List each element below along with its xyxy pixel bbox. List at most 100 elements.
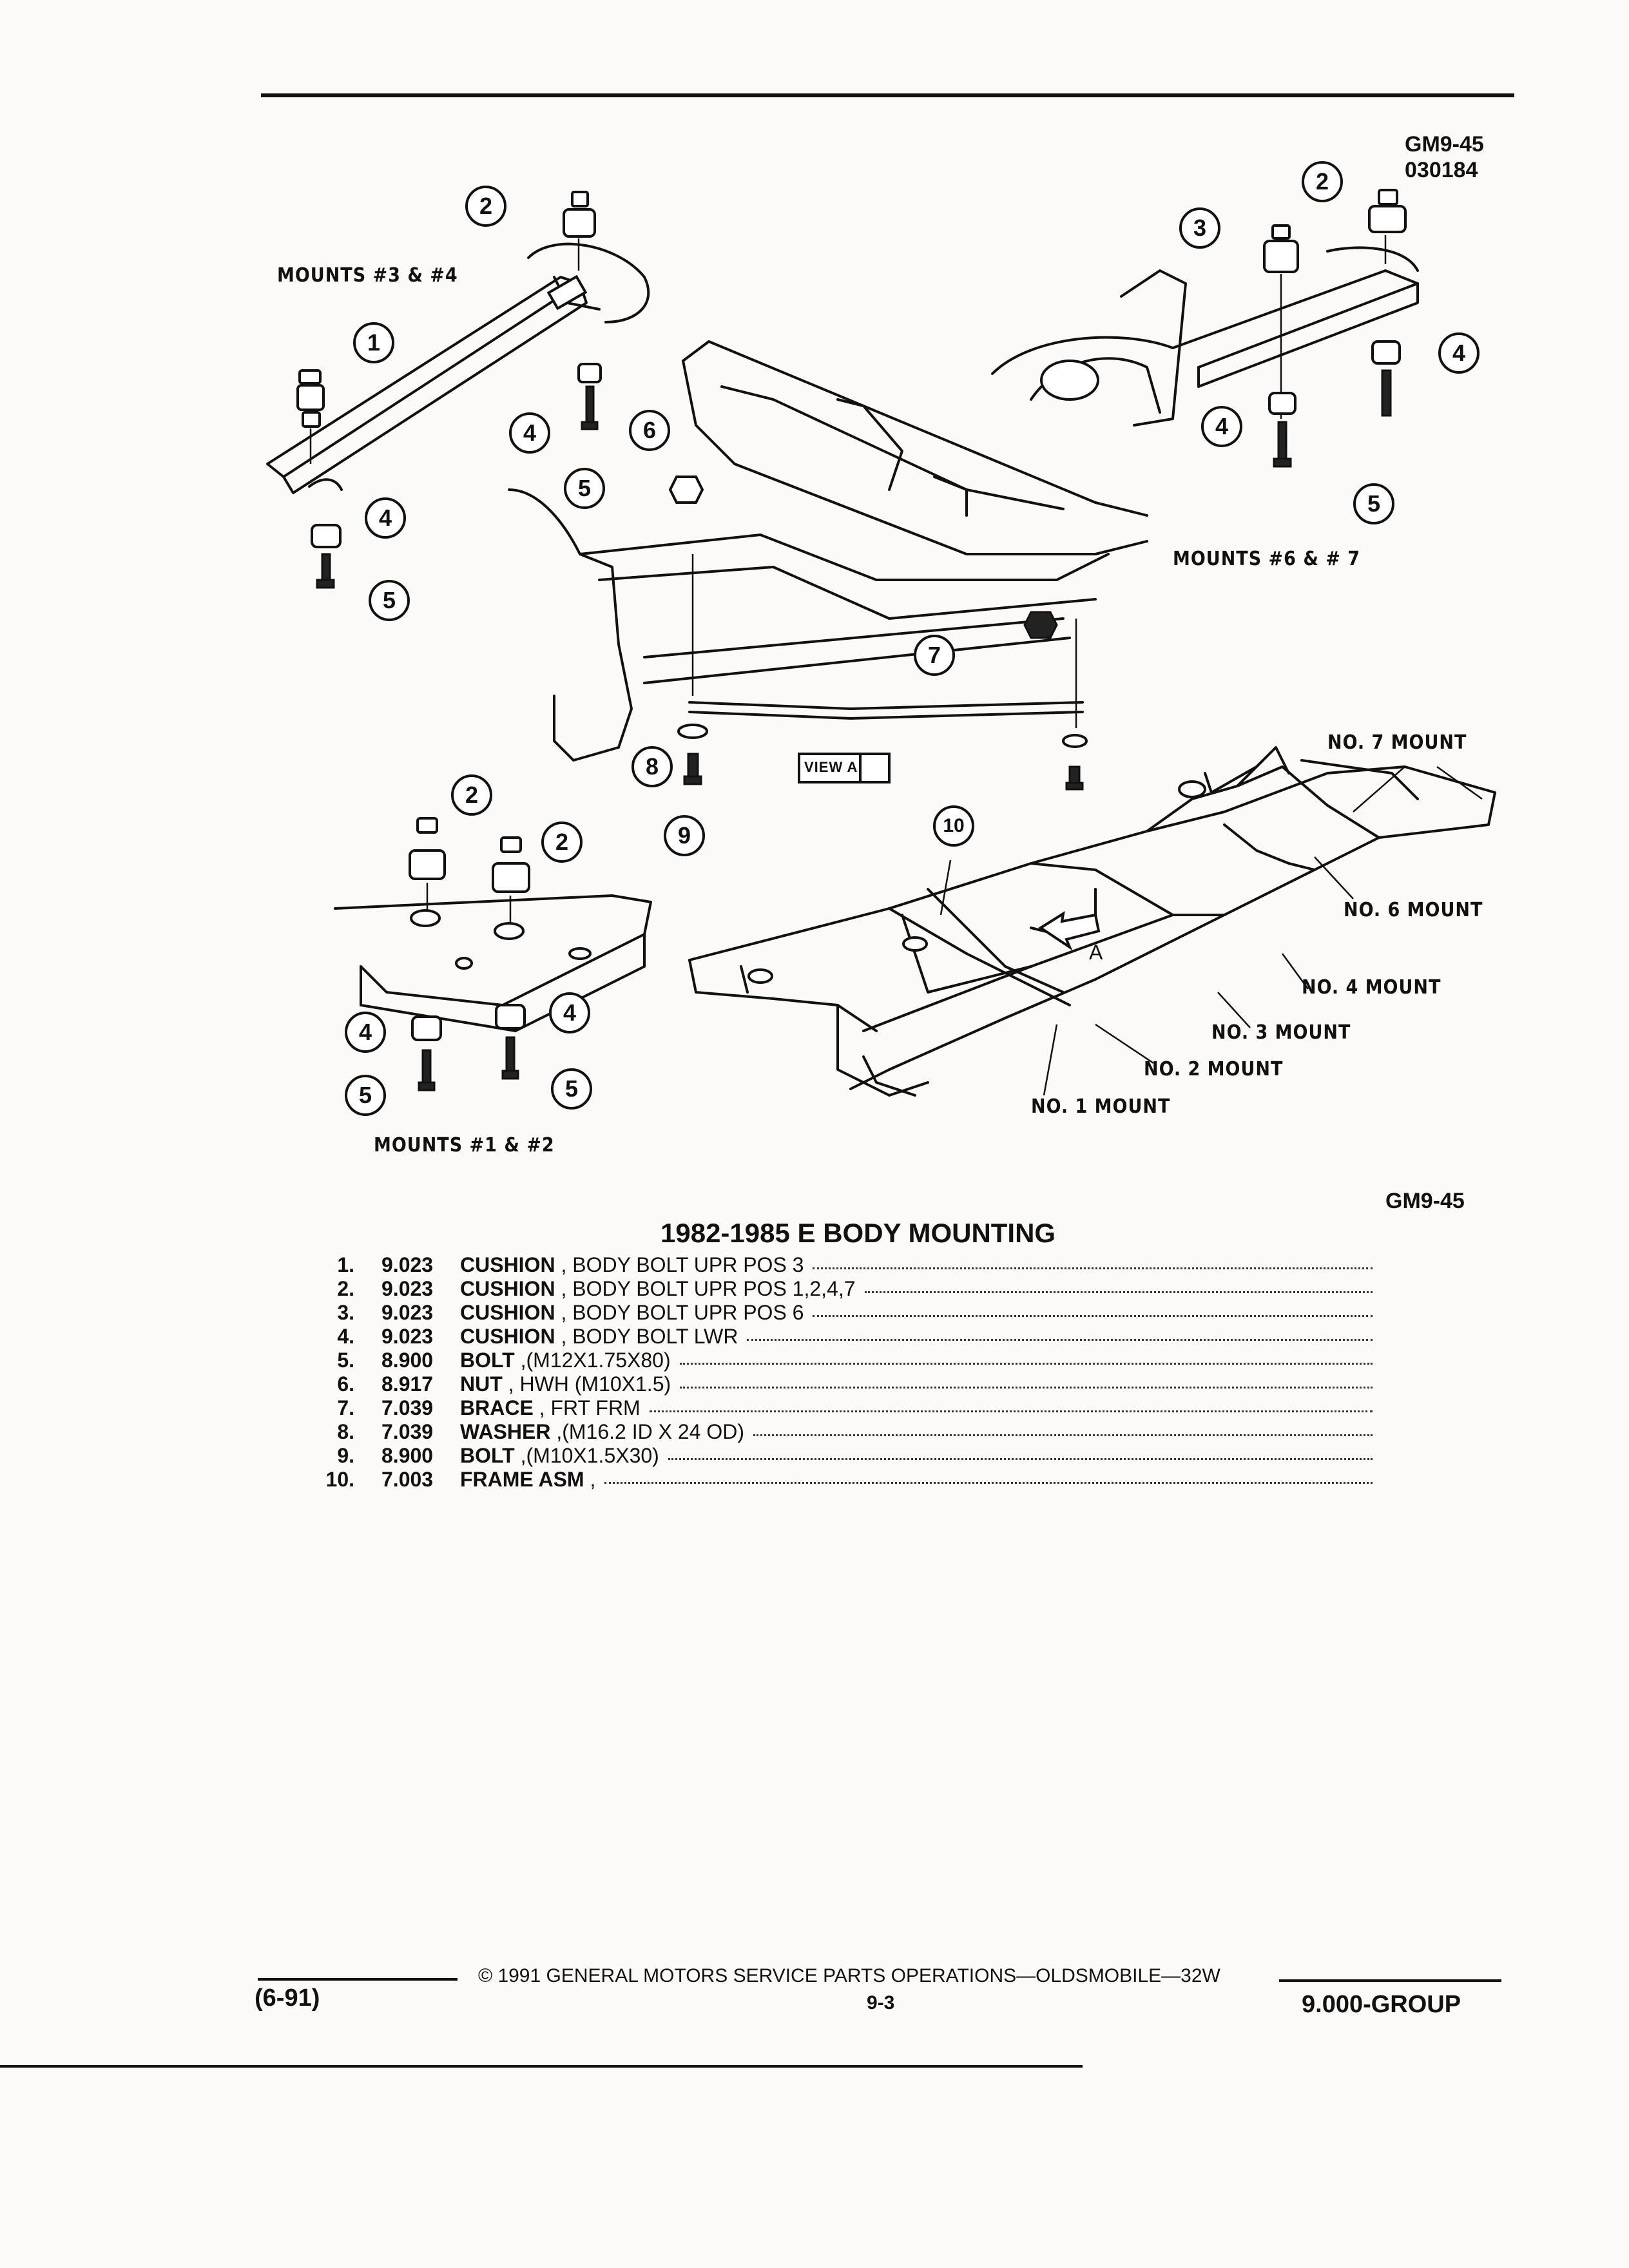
- part-desc: , BODY BOLT LWR: [555, 1325, 738, 1348]
- dot-leader: [680, 1387, 1373, 1389]
- figure-code-top: GM9-45: [1405, 132, 1484, 157]
- part-name: CUSHION: [460, 1325, 555, 1348]
- part-number: 8.: [337, 1420, 354, 1443]
- callout-4: 4: [549, 992, 590, 1033]
- callout-4: 4: [365, 497, 406, 539]
- part-number: 10.: [325, 1468, 354, 1491]
- callout-10: 10: [933, 805, 974, 847]
- callout-5: 5: [1353, 483, 1394, 524]
- part-desc: ,(M10X1.5X30): [514, 1444, 659, 1467]
- part-desc: , HWH (M10X1.5): [502, 1372, 671, 1396]
- footer-group: 9.000-GROUP: [1302, 1991, 1461, 2018]
- part-name: BOLT: [460, 1349, 515, 1372]
- callout-5: 5: [369, 580, 410, 621]
- callout-1: 1: [353, 322, 394, 363]
- mounts-3-4-label: MOUNTS #3 & #4: [277, 264, 458, 287]
- callout-6: 6: [629, 410, 670, 451]
- part-name: BRACE: [460, 1396, 534, 1419]
- callout-4: 4: [1438, 332, 1480, 374]
- part-desc: ,: [584, 1468, 596, 1491]
- part-desc: , BODY BOLT UPR POS 6: [555, 1301, 804, 1324]
- dot-leader: [864, 1291, 1373, 1293]
- bottom-rule: [0, 2065, 1083, 2068]
- dot-leader: [679, 1363, 1373, 1365]
- callout-9: 9: [664, 815, 705, 856]
- callout-4: 4: [1201, 406, 1242, 447]
- part-group: 7.039: [381, 1420, 434, 1443]
- dot-leader: [668, 1458, 1373, 1460]
- dot-leader: [604, 1482, 1373, 1484]
- part-group: 7.003: [381, 1468, 434, 1491]
- no1-mount-label: NO. 1 MOUNT: [1031, 1095, 1171, 1118]
- parts-illustration: [266, 189, 1496, 1097]
- callout-5: 5: [564, 468, 605, 509]
- part-desc: , BODY BOLT UPR POS 1,2,4,7: [555, 1277, 856, 1300]
- arrow-a-label: A: [1089, 941, 1103, 964]
- part-group: 8.900: [381, 1349, 434, 1372]
- dot-leader: [747, 1339, 1373, 1341]
- callout-8: 8: [631, 746, 673, 787]
- part-desc: ,(M16.2 ID X 24 OD): [550, 1420, 744, 1443]
- part-group: 8.900: [381, 1444, 434, 1467]
- part-desc: , BODY BOLT UPR POS 3: [555, 1253, 804, 1276]
- figure-code-bottom: GM9-45: [1385, 1189, 1465, 1213]
- mounts-6-7-label: MOUNTS #6 & # 7: [1173, 548, 1361, 570]
- mounts-6-7-illustration: [991, 189, 1419, 468]
- footer-page-number: 9-3: [867, 1992, 895, 2013]
- mounts-3-4-illustration: [266, 191, 650, 589]
- part-number: 7.: [337, 1396, 354, 1419]
- part-name: WASHER: [460, 1420, 551, 1443]
- callout-7: 7: [914, 635, 955, 676]
- callout-4: 4: [345, 1012, 386, 1053]
- mounts-1-2-illustration: [334, 817, 652, 1091]
- part-number: 2.: [337, 1277, 354, 1300]
- no4-mount-label: NO. 4 MOUNT: [1302, 976, 1441, 999]
- part-group: 8.917: [381, 1372, 434, 1396]
- frame-assembly-illustration: [688, 746, 1496, 1097]
- part-group: 9.023: [381, 1277, 434, 1300]
- no6-mount-label: NO. 6 MOUNT: [1344, 899, 1483, 921]
- no7-mount-label: NO. 7 MOUNT: [1327, 731, 1467, 754]
- figure-date-top: 030184: [1405, 158, 1478, 182]
- callout-2: 2: [451, 774, 492, 816]
- view-a-label: VIEW A: [804, 759, 858, 775]
- footer-rule-right: [1279, 1979, 1501, 1982]
- callout-2: 2: [465, 186, 506, 227]
- mounts-1-2-label: MOUNTS #1 & #2: [374, 1134, 555, 1157]
- center-frame-illustration: [508, 340, 1148, 791]
- part-name: CUSHION: [460, 1253, 555, 1276]
- footer-date-code: (6-91): [255, 1984, 320, 2012]
- parts-row: 3. 9.023 CUSHION , BODY BOLT UPR POS 6: [309, 1301, 1373, 1325]
- part-desc: , FRT FRM: [533, 1396, 641, 1419]
- part-number: 5.: [337, 1349, 354, 1372]
- parts-row: 2. 9.023 CUSHION , BODY BOLT UPR POS 1,2,4…: [309, 1277, 1373, 1301]
- callout-2: 2: [541, 822, 583, 863]
- footer-rule-left: [258, 1978, 458, 1981]
- part-name: BOLT: [460, 1444, 515, 1467]
- part-number: 3.: [337, 1301, 354, 1324]
- parts-row: 8. 7.039 WASHER ,(M16.2 ID X 24 OD): [309, 1420, 1373, 1444]
- part-group: 9.023: [381, 1325, 434, 1348]
- part-number: 9.: [337, 1444, 354, 1467]
- part-name: NUT: [460, 1372, 503, 1396]
- callout-4: 4: [509, 412, 550, 454]
- dot-leader: [813, 1267, 1373, 1269]
- part-group: 9.023: [381, 1301, 434, 1324]
- parts-row: 10. 7.003 FRAME ASM ,: [309, 1468, 1373, 1492]
- callout-2: 2: [1302, 161, 1343, 202]
- part-group: 9.023: [381, 1253, 434, 1276]
- part-name: FRAME ASM: [460, 1468, 584, 1491]
- page-title: 1982-1985 E BODY MOUNTING: [660, 1218, 1056, 1248]
- top-rule: [261, 93, 1514, 97]
- callout-5: 5: [551, 1068, 592, 1110]
- footer-copyright: © 1991 GENERAL MOTORS SERVICE PARTS OPER…: [478, 1965, 1220, 1986]
- part-name: CUSHION: [460, 1277, 555, 1300]
- callout-5: 5: [345, 1075, 386, 1116]
- part-name: CUSHION: [460, 1301, 555, 1324]
